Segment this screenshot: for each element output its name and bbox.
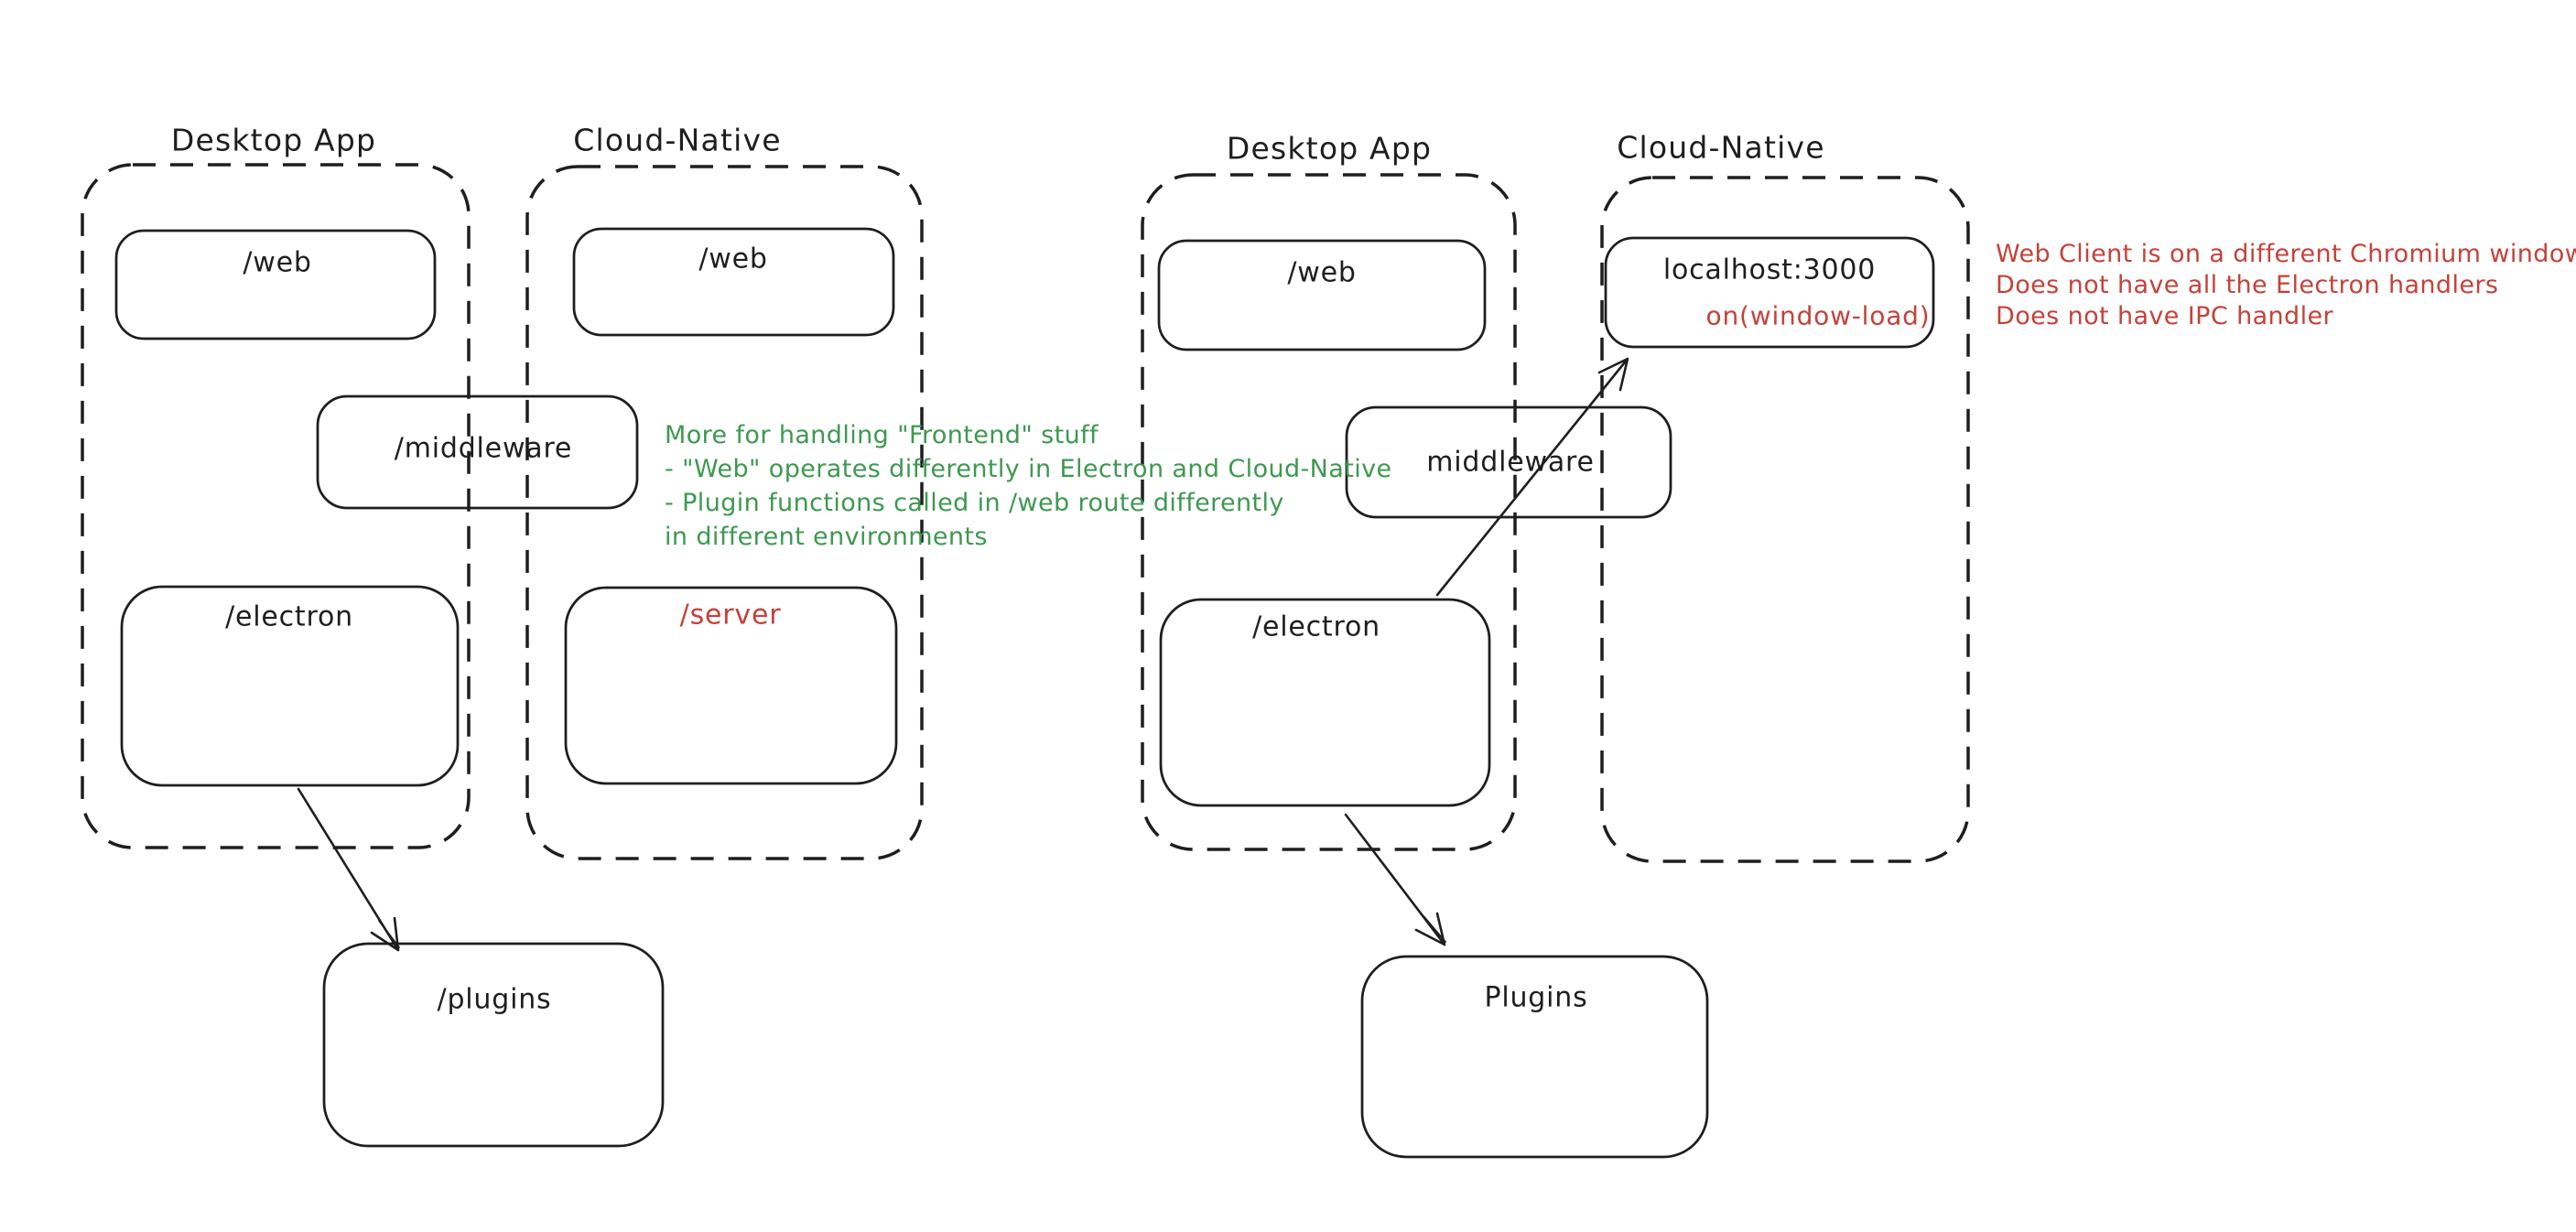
label-web-desktop-left: /web bbox=[243, 246, 312, 279]
arrow-electron-to-plugins-right bbox=[1344, 813, 1446, 946]
container-desktop-app-left bbox=[81, 163, 471, 849]
node-plugins-right bbox=[1360, 955, 1709, 1159]
node-web-right bbox=[1157, 239, 1487, 351]
node-middleware-right bbox=[1345, 405, 1672, 519]
node-electron-left bbox=[120, 585, 460, 787]
label-plugins-right: Plugins bbox=[1484, 981, 1588, 1014]
label-electron-left: /electron bbox=[225, 600, 353, 633]
arrow-sketch-stroke-left bbox=[378, 920, 400, 948]
label-middleware-left: /middleware bbox=[394, 432, 573, 465]
title-desktop-app-right: Desktop App bbox=[1226, 130, 1433, 167]
red-annotation: Web Client is on a different Chromium wi… bbox=[1996, 239, 2576, 332]
green-note-line: - Plugin functions called in /web route … bbox=[665, 489, 1284, 517]
container-cloud-native-left bbox=[525, 165, 924, 860]
label-plugins-left: /plugins bbox=[437, 983, 552, 1016]
green-note-line: in different environments bbox=[665, 523, 988, 551]
node-electron-right bbox=[1159, 598, 1491, 807]
label-server-left: /server bbox=[679, 599, 782, 632]
green-note-line: - "Web" operates differently in Electron… bbox=[665, 455, 1392, 483]
title-desktop-app-left: Desktop App bbox=[170, 122, 377, 158]
container-desktop-app-right bbox=[1141, 173, 1517, 851]
label-electron-right: /electron bbox=[1252, 611, 1380, 643]
red-note-line: Does not have IPC handler bbox=[1996, 302, 2334, 330]
node-web-desktop-left bbox=[114, 229, 437, 340]
title-cloud-native-right: Cloud-Native bbox=[1617, 129, 1825, 166]
container-cloud-native-right bbox=[1600, 176, 1970, 863]
node-localhost-right bbox=[1604, 236, 1935, 349]
title-cloud-native-left: Cloud-Native bbox=[573, 122, 782, 158]
label-on-window-load: on(window-load) bbox=[1705, 300, 1931, 331]
green-annotation: More for handling "Frontend" stuff - "We… bbox=[665, 418, 1392, 554]
node-web-cloud-left bbox=[572, 227, 895, 337]
red-note-line: Web Client is on a different Chromium wi… bbox=[1996, 240, 2576, 268]
label-web-cloud-left: /web bbox=[698, 243, 768, 276]
arrow-electron-to-localhost-right bbox=[1435, 357, 1629, 597]
label-localhost-right: localhost:3000 bbox=[1662, 254, 1877, 286]
node-plugins-left bbox=[322, 942, 665, 1148]
node-middleware-left bbox=[316, 394, 639, 510]
label-middleware-right: middleware bbox=[1426, 446, 1595, 479]
node-server-left bbox=[564, 586, 898, 785]
arrow-sketch-stroke-right bbox=[1423, 916, 1446, 943]
label-web-right: /web bbox=[1287, 256, 1357, 289]
green-note-line: More for handling "Frontend" stuff bbox=[665, 421, 1099, 449]
red-note-line: Does not have all the Electron handlers bbox=[1996, 271, 2499, 299]
